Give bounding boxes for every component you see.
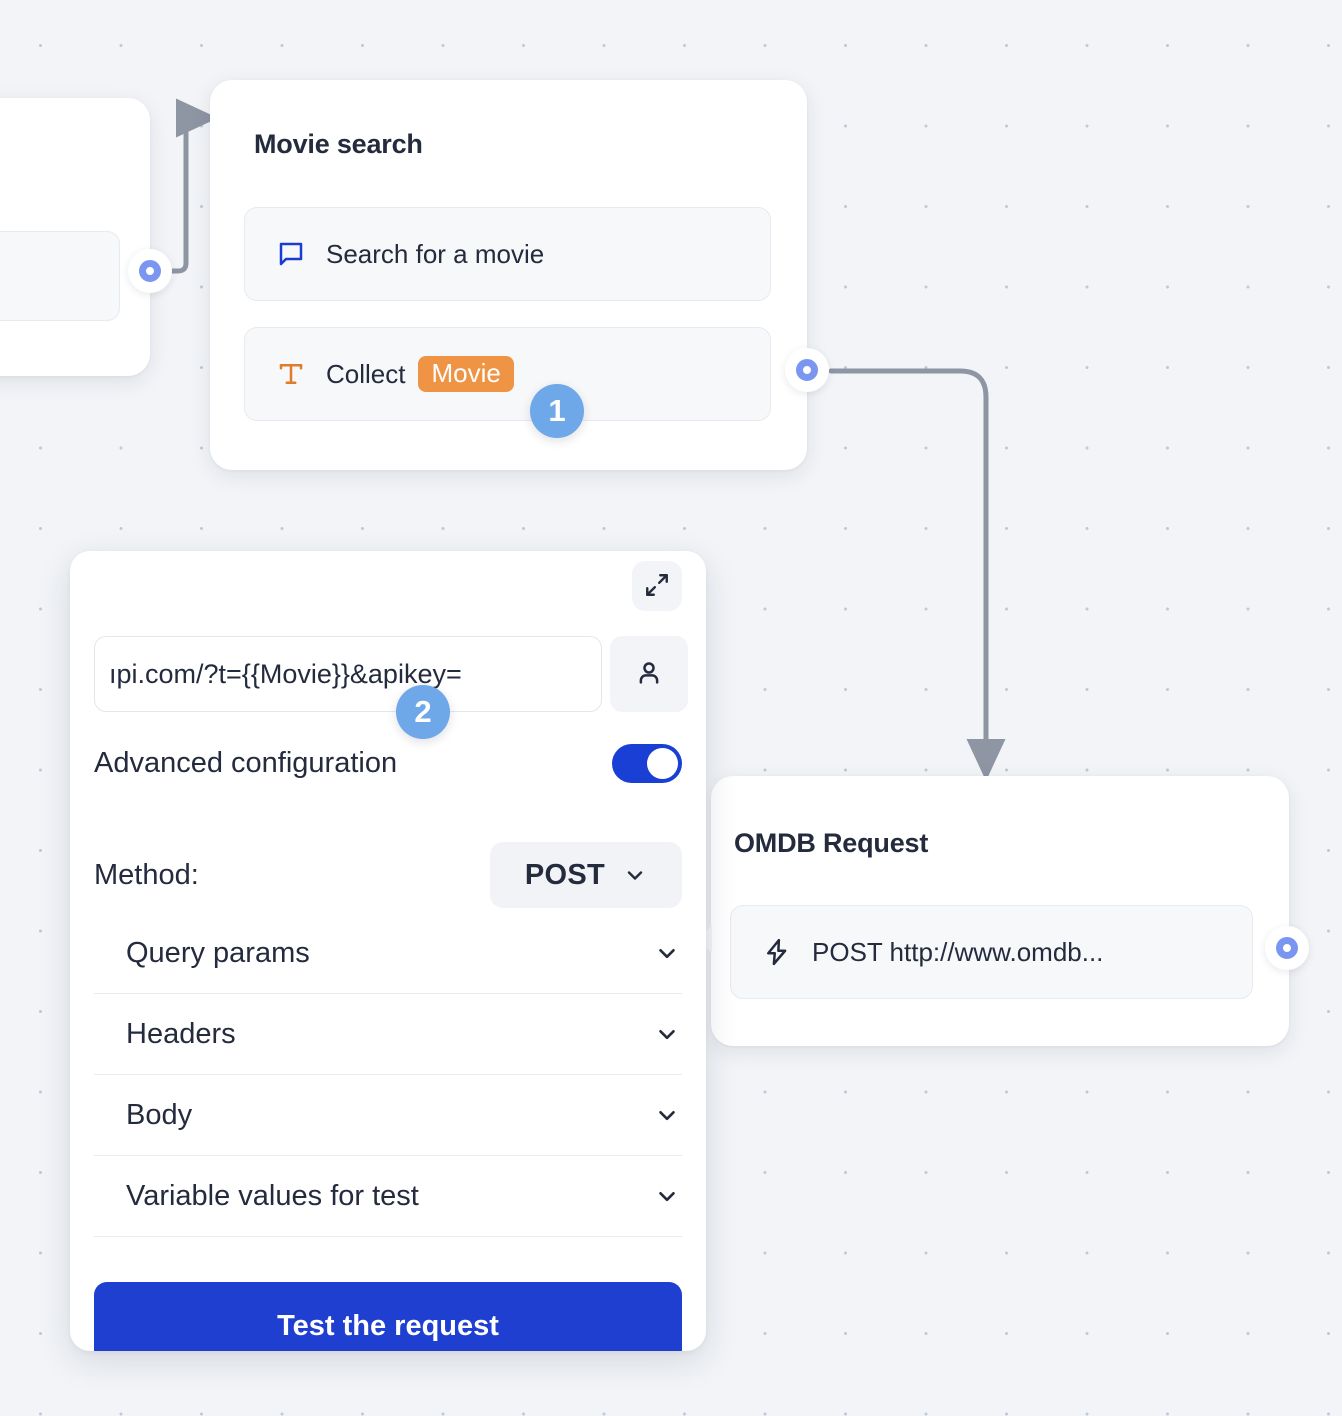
chevron-down-icon [654, 1102, 680, 1128]
accordion-item-query-params[interactable]: Query params [94, 913, 682, 994]
method-label: Method: [94, 858, 199, 891]
url-row [94, 636, 688, 712]
expand-icon-button[interactable] [632, 561, 682, 611]
test-the-request-button[interactable]: Test the request [94, 1282, 682, 1351]
step-badge-1: 1 [530, 384, 584, 438]
chevron-down-icon [654, 1021, 680, 1047]
node-row-post-request[interactable]: POST http://www.omdb... [730, 905, 1253, 999]
node-row-search-for-a-movie[interactable]: Search for a movie [244, 207, 771, 301]
accordion-label: Query params [126, 936, 310, 969]
method-dropdown[interactable]: POST [490, 842, 682, 908]
previous-node-row[interactable] [0, 231, 120, 321]
node-title-movie-search: Movie search [254, 129, 423, 159]
variable-tag-movie[interactable]: Movie [418, 356, 514, 392]
step-badge-2: 2 [396, 685, 450, 739]
method-row: Method: POST [94, 842, 682, 908]
connector-endpoint-movie-search-output[interactable] [785, 348, 829, 392]
person-icon-button[interactable] [610, 636, 688, 712]
accordion-item-body[interactable]: Body [94, 1075, 682, 1156]
chevron-down-icon [654, 1183, 680, 1209]
previous-node-card[interactable] [0, 98, 150, 376]
node-omdb-request[interactable]: OMDB Request POST http://www.omdb... [697, 776, 1289, 1046]
request-url-input[interactable] [94, 636, 602, 712]
message-bubble-icon [276, 239, 306, 269]
connector-endpoint-omdb-output[interactable] [1265, 926, 1309, 970]
node-movie-search[interactable]: Movie search Search for a movie Collect [210, 80, 807, 470]
advanced-configuration-toggle[interactable] [612, 744, 682, 783]
lightning-bolt-icon [762, 937, 792, 967]
configuration-sections: Query params Headers Body [94, 913, 682, 1237]
accordion-label: Variable values for test [126, 1179, 419, 1212]
text-variable-icon [276, 359, 306, 389]
advanced-configuration-row: Advanced configuration [94, 744, 682, 783]
method-value: POST [524, 858, 606, 891]
expand-diagonal-icon [644, 572, 670, 601]
accordion-label: Body [126, 1098, 193, 1131]
node-title-omdb-request: OMDB Request [734, 828, 929, 858]
accordion-item-variable-values-for-test[interactable]: Variable values for test [94, 1156, 682, 1237]
advanced-configuration-label: Advanced configuration [94, 747, 398, 779]
node-row-label: Search for a movie [326, 238, 545, 269]
node-row-collect-movie[interactable]: Collect Movie [244, 327, 771, 421]
accordion-label: Headers [126, 1017, 236, 1050]
node-row-label: POST http://www.omdb... [812, 936, 1104, 967]
connector-endpoint-previous-node[interactable] [128, 249, 172, 293]
node-row-label: Collect [326, 358, 406, 389]
chevron-down-icon [623, 863, 647, 887]
request-configuration-panel[interactable]: Advanced configuration Method: POST Quer… [70, 551, 706, 1351]
person-icon [634, 658, 664, 691]
chevron-down-icon [654, 940, 680, 966]
accordion-item-headers[interactable]: Headers [94, 994, 682, 1075]
